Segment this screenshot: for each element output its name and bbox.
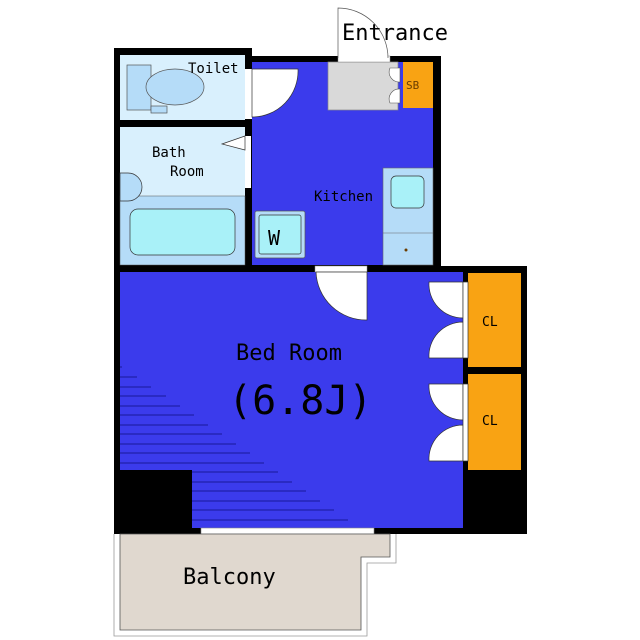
shoe-box-doors (388, 67, 401, 104)
balcony-outline (113, 534, 397, 637)
entrance-label: Entrance (342, 21, 448, 46)
wall-pillar-left (114, 470, 192, 534)
shoe-box-label: SB (406, 79, 420, 92)
bath-door-opening (245, 136, 251, 188)
bedroom-door-swing (315, 271, 368, 321)
balcony (119, 533, 391, 631)
washer (258, 214, 302, 255)
entrance-floor (327, 61, 399, 111)
bedroom-label: Bed Room (236, 341, 342, 366)
balcony-label: Balcony (183, 565, 276, 590)
toilet-base (150, 105, 168, 114)
stove-icon (404, 248, 408, 252)
toilet-label: Toilet (188, 61, 239, 77)
closet-1 (468, 273, 521, 367)
bedroom-door-opening (314, 265, 368, 273)
bath-label-line1: Bath (152, 145, 186, 161)
bedroom-size-label: (6.8J) (228, 378, 373, 424)
closet-2 (468, 374, 521, 470)
floor-hatching (120, 366, 348, 521)
bath-sink (119, 172, 143, 202)
bath-door-marker (220, 135, 246, 151)
closet-doors (428, 281, 469, 462)
wall-pillar-right (463, 470, 527, 534)
toilet-door-swing (251, 68, 299, 118)
closet-1-label: CL (482, 315, 498, 330)
kitchen-sink (390, 175, 425, 209)
toilet-bowl (145, 68, 205, 106)
shoe-box (403, 62, 433, 108)
kitchen-label: Kitchen (314, 189, 373, 205)
bathtub (129, 208, 236, 256)
balcony-window (200, 527, 375, 535)
toilet-door-opening (245, 69, 252, 119)
washer-label: W (268, 226, 281, 250)
bath-label-line2: Room (170, 164, 204, 180)
closet-2-label: CL (482, 414, 498, 429)
entrance-door-swing (337, 7, 389, 59)
